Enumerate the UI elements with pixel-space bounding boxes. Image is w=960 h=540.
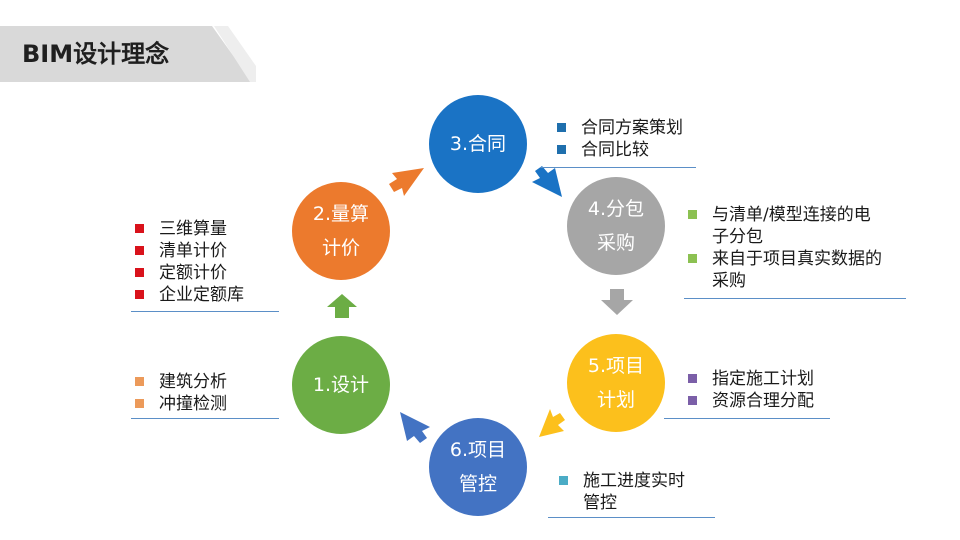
arrow-control-to-design — [400, 412, 430, 443]
list-item-text: 冲撞检测 — [159, 394, 227, 414]
list-plan: 指定施工计划资源合理分配 — [684, 368, 814, 412]
list-item-text: 合同方案策划 — [581, 118, 683, 138]
node-procurement-line1: 4.分包 — [587, 198, 645, 220]
list-item-text: 三维算量 — [159, 219, 227, 239]
square-bullet-icon — [688, 210, 697, 219]
list-procurement: 与清单/模型连接的电子分包来自于项目真实数据的采购 — [684, 204, 882, 292]
square-bullet-icon — [557, 123, 566, 132]
square-bullet-icon — [135, 377, 144, 386]
node-design-line1: 1.设计 — [312, 374, 370, 396]
square-bullet-icon — [135, 246, 144, 255]
square-bullet-icon — [135, 224, 144, 233]
node-quantity-line1: 2.量算 — [312, 203, 370, 225]
rule-quantity — [131, 311, 279, 312]
node-procurement: 4.分包 采购 — [567, 177, 665, 275]
rule-procurement — [684, 298, 906, 299]
node-control-line1: 6.项目 — [449, 439, 507, 461]
square-bullet-icon — [688, 254, 697, 263]
list-item-text: 合同比较 — [581, 140, 649, 160]
list-item-text: 采购 — [712, 271, 746, 291]
square-bullet-icon — [557, 145, 566, 154]
list-item: 采购 — [684, 270, 882, 292]
square-bullet-icon — [135, 290, 144, 299]
node-control: 6.项目 管控 — [429, 418, 527, 516]
node-control-line2: 管控 — [458, 473, 497, 495]
node-quantity: 2.量算 计价 — [292, 182, 390, 280]
square-bullet-icon — [559, 476, 568, 485]
list-contract: 合同方案策划合同比较 — [553, 117, 683, 161]
list-item: 企业定额库 — [131, 284, 244, 306]
list-item-text: 建筑分析 — [159, 372, 227, 392]
list-item-text: 定额计价 — [159, 263, 227, 283]
list-item-text: 管控 — [583, 493, 617, 513]
node-quantity-line2: 计价 — [321, 237, 360, 259]
list-item-text: 清单计价 — [159, 241, 227, 261]
list-item: 指定施工计划 — [684, 368, 814, 390]
title-band-shape — [0, 26, 256, 82]
arrow-design-to-quantity — [327, 294, 357, 318]
square-bullet-icon — [688, 396, 697, 405]
list-design: 建筑分析冲撞检测 — [131, 371, 227, 415]
list-item-text: 施工进度实时 — [583, 471, 685, 491]
square-bullet-icon — [135, 399, 144, 408]
node-procurement-line2: 采购 — [596, 232, 635, 254]
page-title: BIM设计理念 — [22, 40, 170, 68]
node-contract: 3.合同 — [429, 95, 527, 193]
node-contract-line1: 3.合同 — [449, 133, 507, 155]
list-item: 与清单/模型连接的电 — [684, 204, 882, 226]
arrow-quantity-to-contract — [389, 168, 424, 196]
arrow-procurement-to-plan — [601, 289, 633, 315]
list-item: 冲撞检测 — [131, 393, 227, 415]
list-item: 清单计价 — [131, 240, 244, 262]
list-item: 定额计价 — [131, 262, 244, 284]
node-plan-line1: 5.项目 — [587, 355, 645, 377]
title-band: BIM设计理念 — [0, 26, 256, 82]
arrow-plan-to-control — [539, 409, 565, 437]
list-item: 管控 — [555, 492, 685, 514]
list-item: 建筑分析 — [131, 371, 227, 393]
list-item: 子分包 — [684, 226, 882, 248]
list-item-text: 子分包 — [712, 227, 763, 247]
list-control: 施工进度实时管控 — [555, 470, 685, 514]
list-item-text: 资源合理分配 — [712, 391, 814, 411]
rule-design — [131, 418, 279, 419]
rule-control — [548, 517, 715, 518]
node-design: 1.设计 — [292, 336, 390, 434]
list-item: 资源合理分配 — [684, 390, 814, 412]
list-item-text: 与清单/模型连接的电 — [712, 205, 871, 225]
list-item: 合同比较 — [553, 139, 683, 161]
list-item-text: 来自于项目真实数据的 — [712, 249, 882, 269]
list-item: 施工进度实时 — [555, 470, 685, 492]
list-quantity: 三维算量清单计价定额计价企业定额库 — [131, 218, 244, 306]
list-item-text: 指定施工计划 — [712, 369, 814, 389]
rule-plan — [664, 418, 830, 419]
list-item: 三维算量 — [131, 218, 244, 240]
square-bullet-icon — [688, 374, 697, 383]
list-item-text: 企业定额库 — [159, 285, 244, 305]
arrow-contract-to-procurement — [532, 166, 562, 197]
list-item: 合同方案策划 — [553, 117, 683, 139]
node-plan-line2: 计划 — [596, 389, 635, 411]
square-bullet-icon — [135, 268, 144, 277]
list-item: 来自于项目真实数据的 — [684, 248, 882, 270]
node-plan: 5.项目 计划 — [567, 334, 665, 432]
rule-contract — [540, 167, 696, 168]
